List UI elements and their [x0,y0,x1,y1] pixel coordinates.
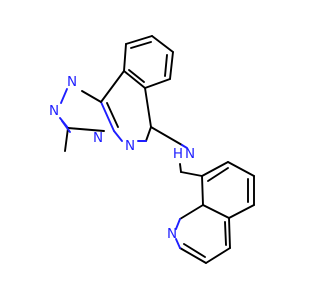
triazole-n2-label: N [49,103,59,119]
bridgehead-n-label: N [93,130,103,146]
amine-h-label: H [173,146,183,162]
pyridazine-ring [100,70,152,142]
pyridazine-n-label: N [125,138,135,154]
quinoline-ring [175,161,255,264]
amine-linker [150,126,203,177]
triazole-ring [59,88,105,152]
quinoline-n-label: N [167,226,177,242]
amine-n-label: N [185,146,195,162]
structure-canvas: N N N N N H N [49,35,255,264]
benzo-ring [123,35,174,89]
triazole-n1-label: N [67,74,77,90]
